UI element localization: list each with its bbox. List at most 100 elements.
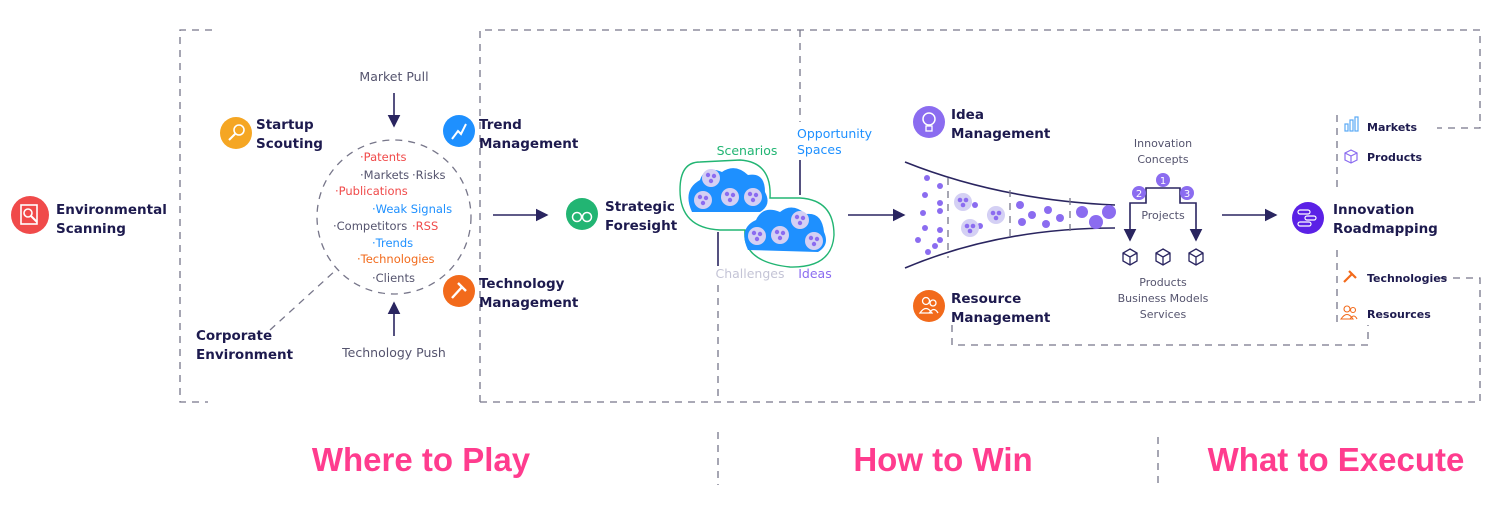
idea-dot [797,220,803,226]
idea-dot [922,225,928,231]
phase-what-to-execute: What to Execute [1208,441,1465,478]
idea-dot [808,235,814,241]
bar-chart-icon [1344,116,1359,132]
hammer-icon [1343,270,1357,283]
scenarios-label: Scenarios [717,143,778,158]
people-icon [1339,305,1358,320]
idea-dot [747,191,753,197]
concept-dot [1089,215,1103,229]
idea-dot [932,243,938,249]
idea-dot [814,236,820,242]
environmental-scanning-icon [11,196,49,234]
projects-label: Projects [1141,209,1185,222]
idea-bubble [744,188,762,206]
source-patents: ·Patents [360,150,407,164]
idea-dot [964,223,970,229]
idea-dot [957,197,963,203]
cube-icon [1155,248,1171,266]
idea-bubble [694,191,712,209]
idea-dot [990,210,996,216]
source-markets: ·Markets [360,168,409,182]
cube-icon [1344,149,1358,164]
market-pull-label: Market Pull [359,69,428,84]
source-competitors: ·Competitors [333,219,407,233]
idea-dot [705,172,711,178]
roadmap-icon [1292,202,1324,234]
idea-dot [967,228,973,234]
idea-dot [960,202,966,208]
idea-cluster [961,219,979,237]
idea-dot [811,241,817,247]
lightbulb-icon [913,106,945,138]
concept-dot [1102,205,1116,219]
idea-dot [703,195,709,201]
idea-bubble [771,226,789,244]
idea-dot [970,223,976,229]
idea-dot [937,227,943,233]
source-clients: ·Clients [372,271,415,285]
idea-funnel [904,161,1116,269]
idea-dot [915,237,921,243]
idea-dot [925,249,931,255]
idea-dot [972,202,978,208]
cube-icon [1122,248,1138,266]
roadmap-markets: Markets [1367,121,1418,134]
idea-dot [753,192,759,198]
idea-dot [1056,214,1064,222]
signal-sources: ·Patents ·Markets ·Risks ·Publications ·… [333,150,452,285]
idea-dot [727,197,733,203]
idea-dot [920,210,926,216]
concept-number: 2 [1136,189,1142,200]
scenario-clouds [679,159,835,268]
idea-dot [708,178,714,184]
trend-icon [443,115,475,147]
roadmap-technologies: Technologies [1367,272,1448,285]
source-risks: ·Risks [412,168,445,182]
idea-dot [751,230,757,236]
idea-dot [937,200,943,206]
idea-dot [937,237,943,243]
idea-dot [794,214,800,220]
arrows [387,93,1278,336]
source-publications: ·Publications [335,184,408,198]
magnifier-icon [220,117,252,149]
technology-push-label: Technology Push [341,345,446,360]
idea-dot [800,215,806,221]
idea-dot [1018,218,1026,226]
challenges-label: Challenges [715,266,784,281]
idea-bubble [748,227,766,245]
idea-dot [780,230,786,236]
idea-dot [993,215,999,221]
idea-dot [1042,220,1050,228]
source-technologies: ·Technologies [357,252,435,266]
idea-dot [963,197,969,203]
idea-dot [996,210,1002,216]
binoculars-icon [566,198,598,230]
ideas-label: Ideas [798,266,831,281]
concept-dot [1076,206,1088,218]
idea-dot [724,191,730,197]
frame-lines [179,29,1481,485]
idea-dot [711,173,717,179]
source-weak-signals: ·Weak Signals [372,202,452,216]
idea-dot [1044,206,1052,214]
idea-dot [700,200,706,206]
idea-dot [777,235,783,241]
idea-bubble [805,232,823,250]
idea-cluster [987,206,1005,224]
idea-dot [730,192,736,198]
idea-dot [924,175,930,181]
idea-dot [937,208,943,214]
idea-bubble [702,169,720,187]
cube-icon [1188,248,1204,266]
roadmap-products: Products [1367,151,1423,164]
